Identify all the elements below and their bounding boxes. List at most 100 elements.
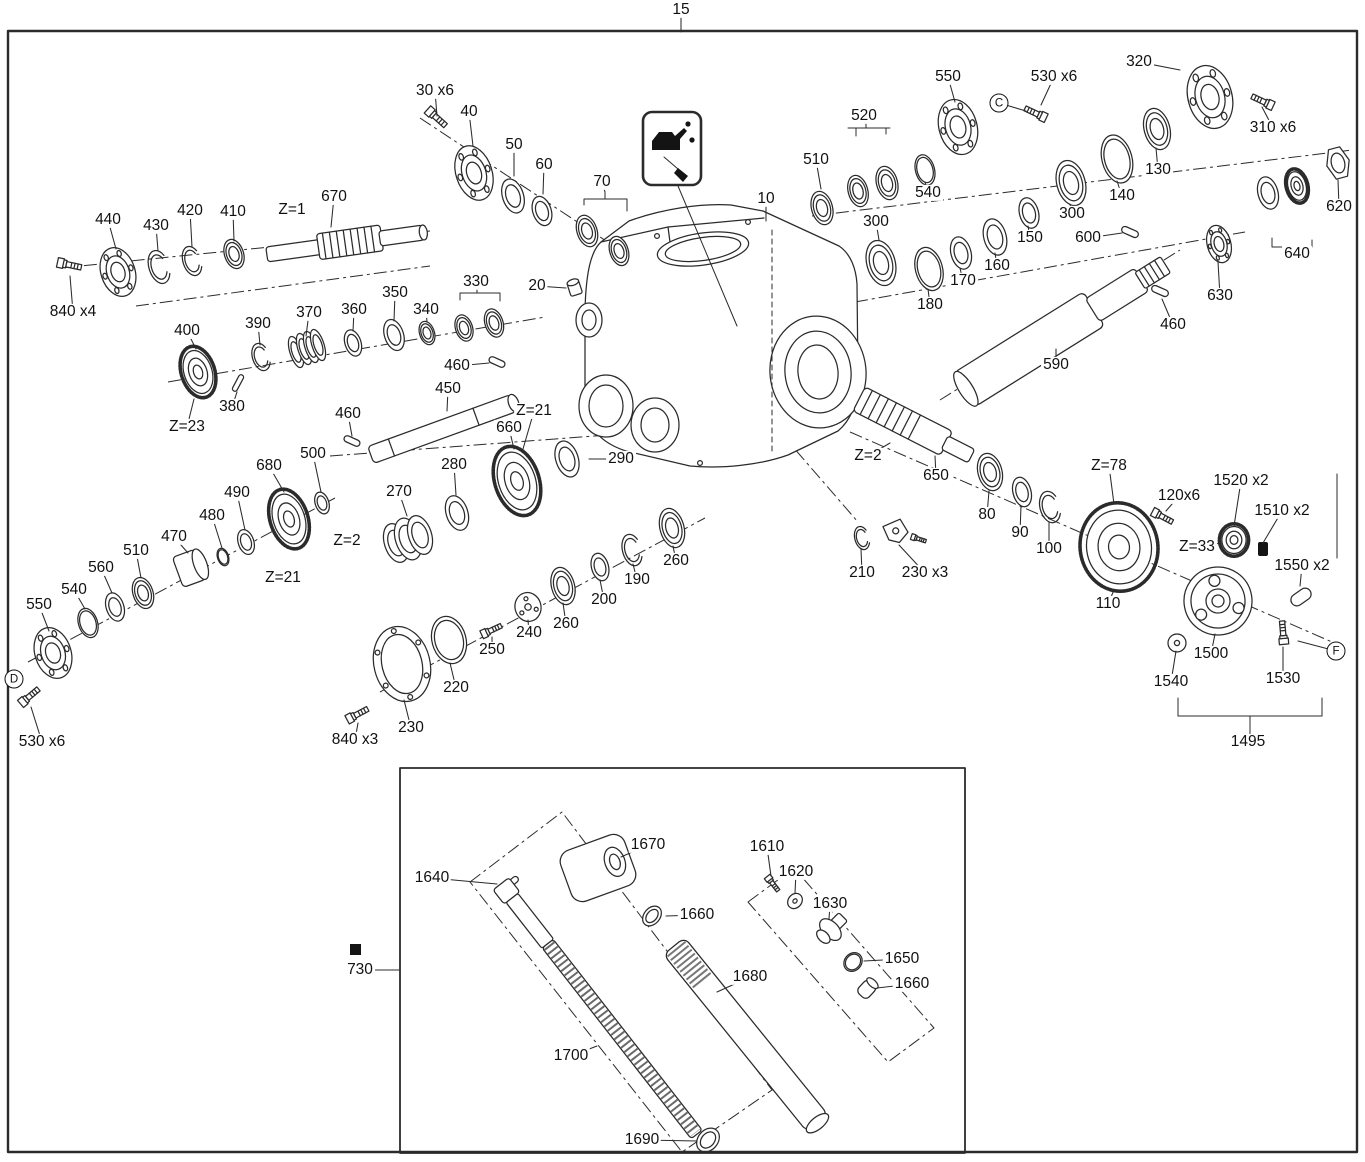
- leader-line: [453, 464, 457, 496]
- leader-line: [1087, 232, 1123, 239]
- key-600: [1119, 224, 1141, 240]
- leader-line: [403, 699, 412, 729]
- bottom-cover-parts-chain: [344, 504, 690, 725]
- ring-150: [1014, 194, 1044, 232]
- leader-line: [570, 1045, 598, 1057]
- flange-320: [1178, 58, 1242, 136]
- plate-630: [1201, 221, 1237, 267]
- countershaft-450: [368, 393, 520, 463]
- bearing-70a: [571, 211, 603, 251]
- leader-line: [1217, 261, 1221, 297]
- leader-line: [1337, 179, 1340, 208]
- bearing-510: [127, 573, 159, 613]
- flange-550: [26, 621, 80, 685]
- leader-line: [330, 196, 335, 228]
- spindle-subassembly-730: [493, 833, 879, 1153]
- key-460: [342, 434, 362, 448]
- ring-200: [587, 550, 613, 584]
- leader-line: [1170, 650, 1177, 683]
- leader-line: [352, 309, 355, 332]
- bearing-300b: [1049, 155, 1093, 211]
- pin-380: [231, 374, 245, 392]
- bearing-330b: [480, 305, 508, 341]
- leader-line: [232, 211, 235, 242]
- leader-line: [468, 111, 474, 147]
- leader-line: [1155, 147, 1159, 171]
- leader-line: [425, 309, 428, 323]
- leader-line: [393, 292, 396, 322]
- pin-1550: [1290, 587, 1312, 607]
- retainer-disc-240: [514, 591, 542, 623]
- leader-line: [1040, 76, 1055, 106]
- ring-50: [496, 175, 530, 217]
- leader-line: [173, 536, 189, 554]
- leader-line: [860, 548, 863, 574]
- leader-line: [398, 491, 408, 517]
- key-460: [487, 355, 507, 369]
- snap-ring-390: [247, 340, 273, 374]
- ring-640a: [1253, 173, 1283, 213]
- leader-line: [347, 413, 353, 437]
- ring-60: [527, 192, 557, 230]
- leader-line: [863, 958, 903, 962]
- leader-line: [38, 604, 50, 632]
- bearing-520a: [843, 172, 873, 210]
- ring-1650: [839, 948, 867, 976]
- washer-1620: [784, 889, 806, 913]
- ring-500: [311, 489, 333, 517]
- gear-640b: [1282, 166, 1312, 205]
- gear-400: [174, 342, 222, 403]
- leader-line: [828, 903, 831, 920]
- countershaft-parts-chain: [16, 393, 585, 709]
- leader-line: [542, 164, 545, 195]
- output-shaft-590: [953, 256, 1171, 407]
- screw-840x3: [344, 703, 371, 725]
- snap-ring-210: [851, 524, 872, 552]
- leader-line: [1262, 510, 1283, 544]
- gear-660: [485, 440, 549, 521]
- leader-line: [354, 722, 359, 741]
- ring-170: [946, 233, 976, 273]
- leader-line: [189, 210, 193, 248]
- leader-line: [186, 398, 195, 428]
- leader-line: [927, 288, 931, 306]
- screw-120x6: [1149, 506, 1176, 527]
- leader-line: [794, 871, 797, 894]
- leader-line: [1247, 732, 1251, 743]
- leader-line: [1210, 633, 1216, 655]
- guide-bush-1630: [816, 912, 848, 944]
- spacer-470: [172, 548, 210, 587]
- output-side-parts-chain: [806, 58, 1353, 407]
- leader-line: [522, 410, 535, 450]
- flange-hub-1500: [1183, 566, 1253, 636]
- flange-440: [92, 241, 144, 303]
- ring-90: [1008, 474, 1036, 510]
- bearing-300a: [859, 235, 903, 291]
- leader-line: [934, 455, 937, 477]
- leader-line: [947, 76, 956, 103]
- flange-40: [446, 139, 502, 207]
- ring-490: [233, 526, 259, 558]
- bevel-pinion-650: [853, 387, 975, 463]
- leader-line: [1138, 61, 1181, 71]
- leader-line: [1233, 480, 1242, 527]
- gearbox-housing: [575, 204, 867, 468]
- leader-line: [475, 281, 478, 292]
- ring-gear-110: [1074, 498, 1163, 597]
- mid-left-parts-chain: [174, 305, 508, 448]
- bearing-410: [219, 235, 249, 273]
- bush-1510: [1258, 542, 1268, 556]
- leader-line: [30, 706, 43, 743]
- oring-220: [424, 610, 474, 670]
- ring-360: [340, 326, 366, 360]
- left-shaft-parts-chain: [55, 224, 429, 303]
- key-460: [1149, 283, 1171, 299]
- gear-1520: [1219, 524, 1248, 556]
- screw-530x6: [1022, 103, 1049, 124]
- protection-tube-1680: [665, 939, 830, 1134]
- screw-840x4: [55, 256, 84, 273]
- leader-line: [1165, 495, 1180, 512]
- input-shaft-670: [265, 224, 429, 263]
- leader-line: [268, 465, 285, 493]
- leader-line: [107, 219, 117, 250]
